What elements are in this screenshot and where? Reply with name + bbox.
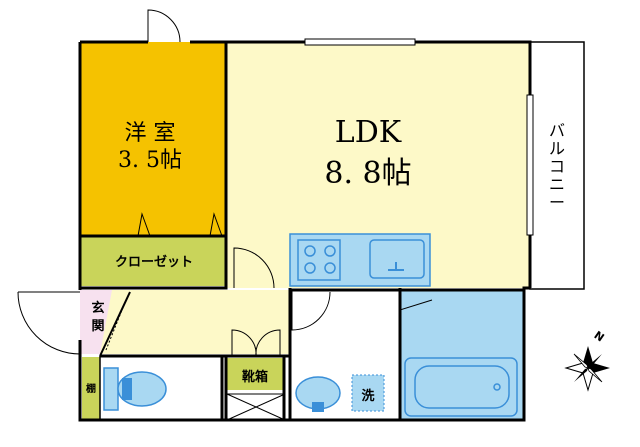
western-room-size: 3. 5帖 (118, 148, 182, 173)
shoe-box-fill (226, 358, 284, 390)
toilet-seat-base (122, 378, 132, 400)
western-room-fill (80, 42, 226, 236)
shoe-box-label: 靴箱 (241, 370, 268, 385)
entrance-step (99, 291, 131, 357)
hallway-fill (100, 290, 290, 354)
basin-tap (312, 402, 324, 412)
closet-label: クローゼット (114, 255, 193, 270)
stove (297, 239, 341, 281)
shelf-label: 棚 (86, 384, 96, 395)
faucet (388, 262, 404, 271)
storage-cross (226, 393, 286, 421)
burner-4 (324, 262, 336, 274)
toilet-tank (103, 367, 119, 411)
walls (78, 40, 532, 422)
western-room-name: 洋 室 (124, 121, 176, 146)
bathtub-drain (493, 383, 501, 391)
door-swings (17, 9, 433, 357)
compass-icon (564, 346, 610, 392)
shelf-fill (82, 357, 100, 420)
windows (304, 38, 534, 236)
entrance-label: 玄関 (91, 301, 105, 334)
wash-label: 洗 (361, 389, 375, 404)
burner-3 (304, 262, 316, 274)
closet-fill (80, 236, 226, 286)
bathtub-inner (414, 365, 510, 409)
ldk-room-name: LDK (334, 115, 402, 150)
balcony-label: バルコニー (548, 121, 565, 212)
burner-2 (324, 245, 336, 257)
burner-1 (304, 245, 316, 257)
washer-space (351, 374, 385, 412)
kitchen-sink (369, 239, 425, 279)
bathtub (404, 357, 518, 417)
balcony-area (529, 41, 585, 290)
entrance-step-line (105, 299, 127, 351)
ldk-room-size: 8. 8帖 (324, 156, 412, 191)
